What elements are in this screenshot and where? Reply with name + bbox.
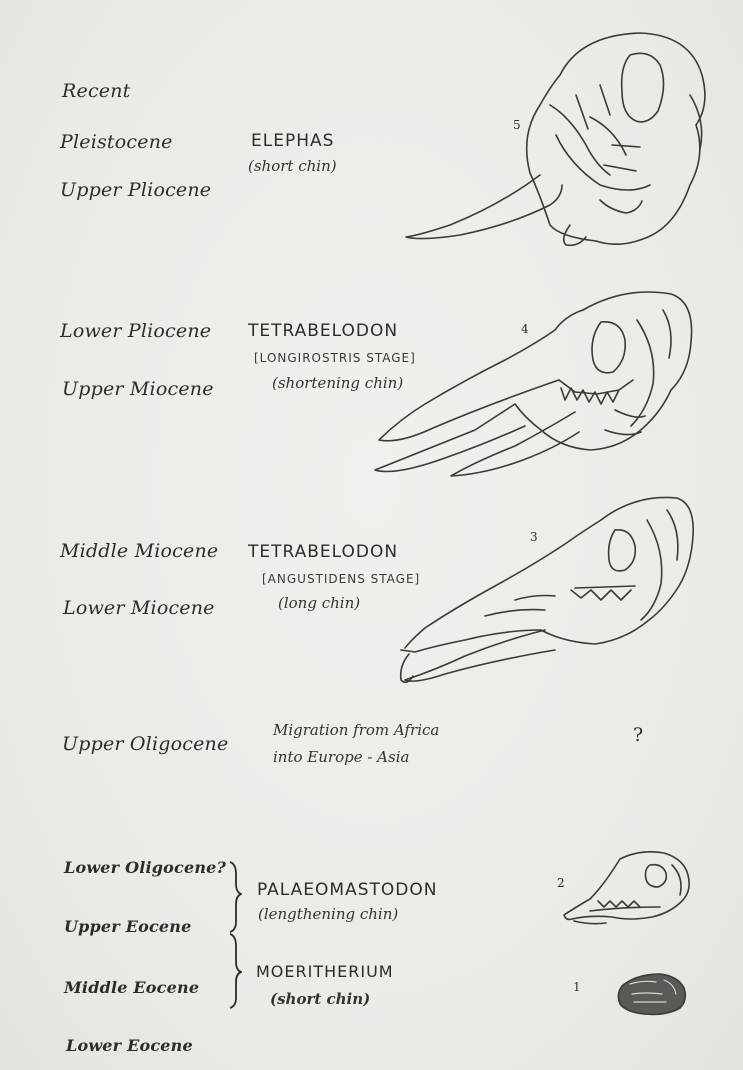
epoch-recent: Recent (62, 80, 131, 102)
note-elephas: (short chin) (248, 157, 337, 175)
migration-line-2: into Europe - Asia (273, 748, 409, 766)
epoch-lower-eocene: Lower Eocene (66, 1036, 193, 1055)
migration-line-1: Migration from Africa (273, 721, 439, 739)
epoch-lower-pliocene: Lower Pliocene (60, 320, 211, 342)
epoch-upper-eocene: Upper Eocene (64, 917, 192, 936)
epoch-upper-miocene: Upper Miocene (62, 378, 214, 400)
genus-moeritherium: MOERITHERIUM (256, 962, 394, 981)
epoch-upper-pliocene: Upper Pliocene (60, 179, 211, 201)
epoch-middle-eocene: Middle Eocene (64, 978, 199, 997)
tetrabelodon-angustidens-skull-icon (395, 490, 705, 690)
genus-tetrabelodon-angustidens: TETRABELODON (248, 542, 398, 562)
unknown-marker: ? (633, 724, 643, 746)
genus-palaeomastodon: PALAEOMASTODON (257, 880, 437, 900)
epoch-lower-oligocene: Lower Oligocene? (64, 858, 226, 877)
epoch-lower-miocene: Lower Miocene (63, 597, 215, 619)
note-palaeomastodon: (lengthening chin) (258, 905, 398, 923)
epoch-middle-miocene: Middle Miocene (60, 540, 218, 562)
stage-number-1: 1 (573, 980, 581, 994)
elephas-skull-icon (400, 25, 720, 255)
tetrabelodon-longirostris-skull-icon (365, 280, 705, 490)
note-moeritherium: (short chin) (270, 990, 370, 1008)
genus-elephas: ELEPHAS (251, 131, 334, 151)
epoch-brace-icon (226, 860, 242, 1010)
palaeomastodon-skull-icon (560, 845, 700, 935)
epoch-pleistocene: Pleistocene (60, 131, 173, 153)
moeritherium-skull-icon (612, 968, 692, 1020)
epoch-upper-oligocene: Upper Oligocene (62, 733, 228, 755)
note-angustidens: (long chin) (278, 594, 360, 612)
